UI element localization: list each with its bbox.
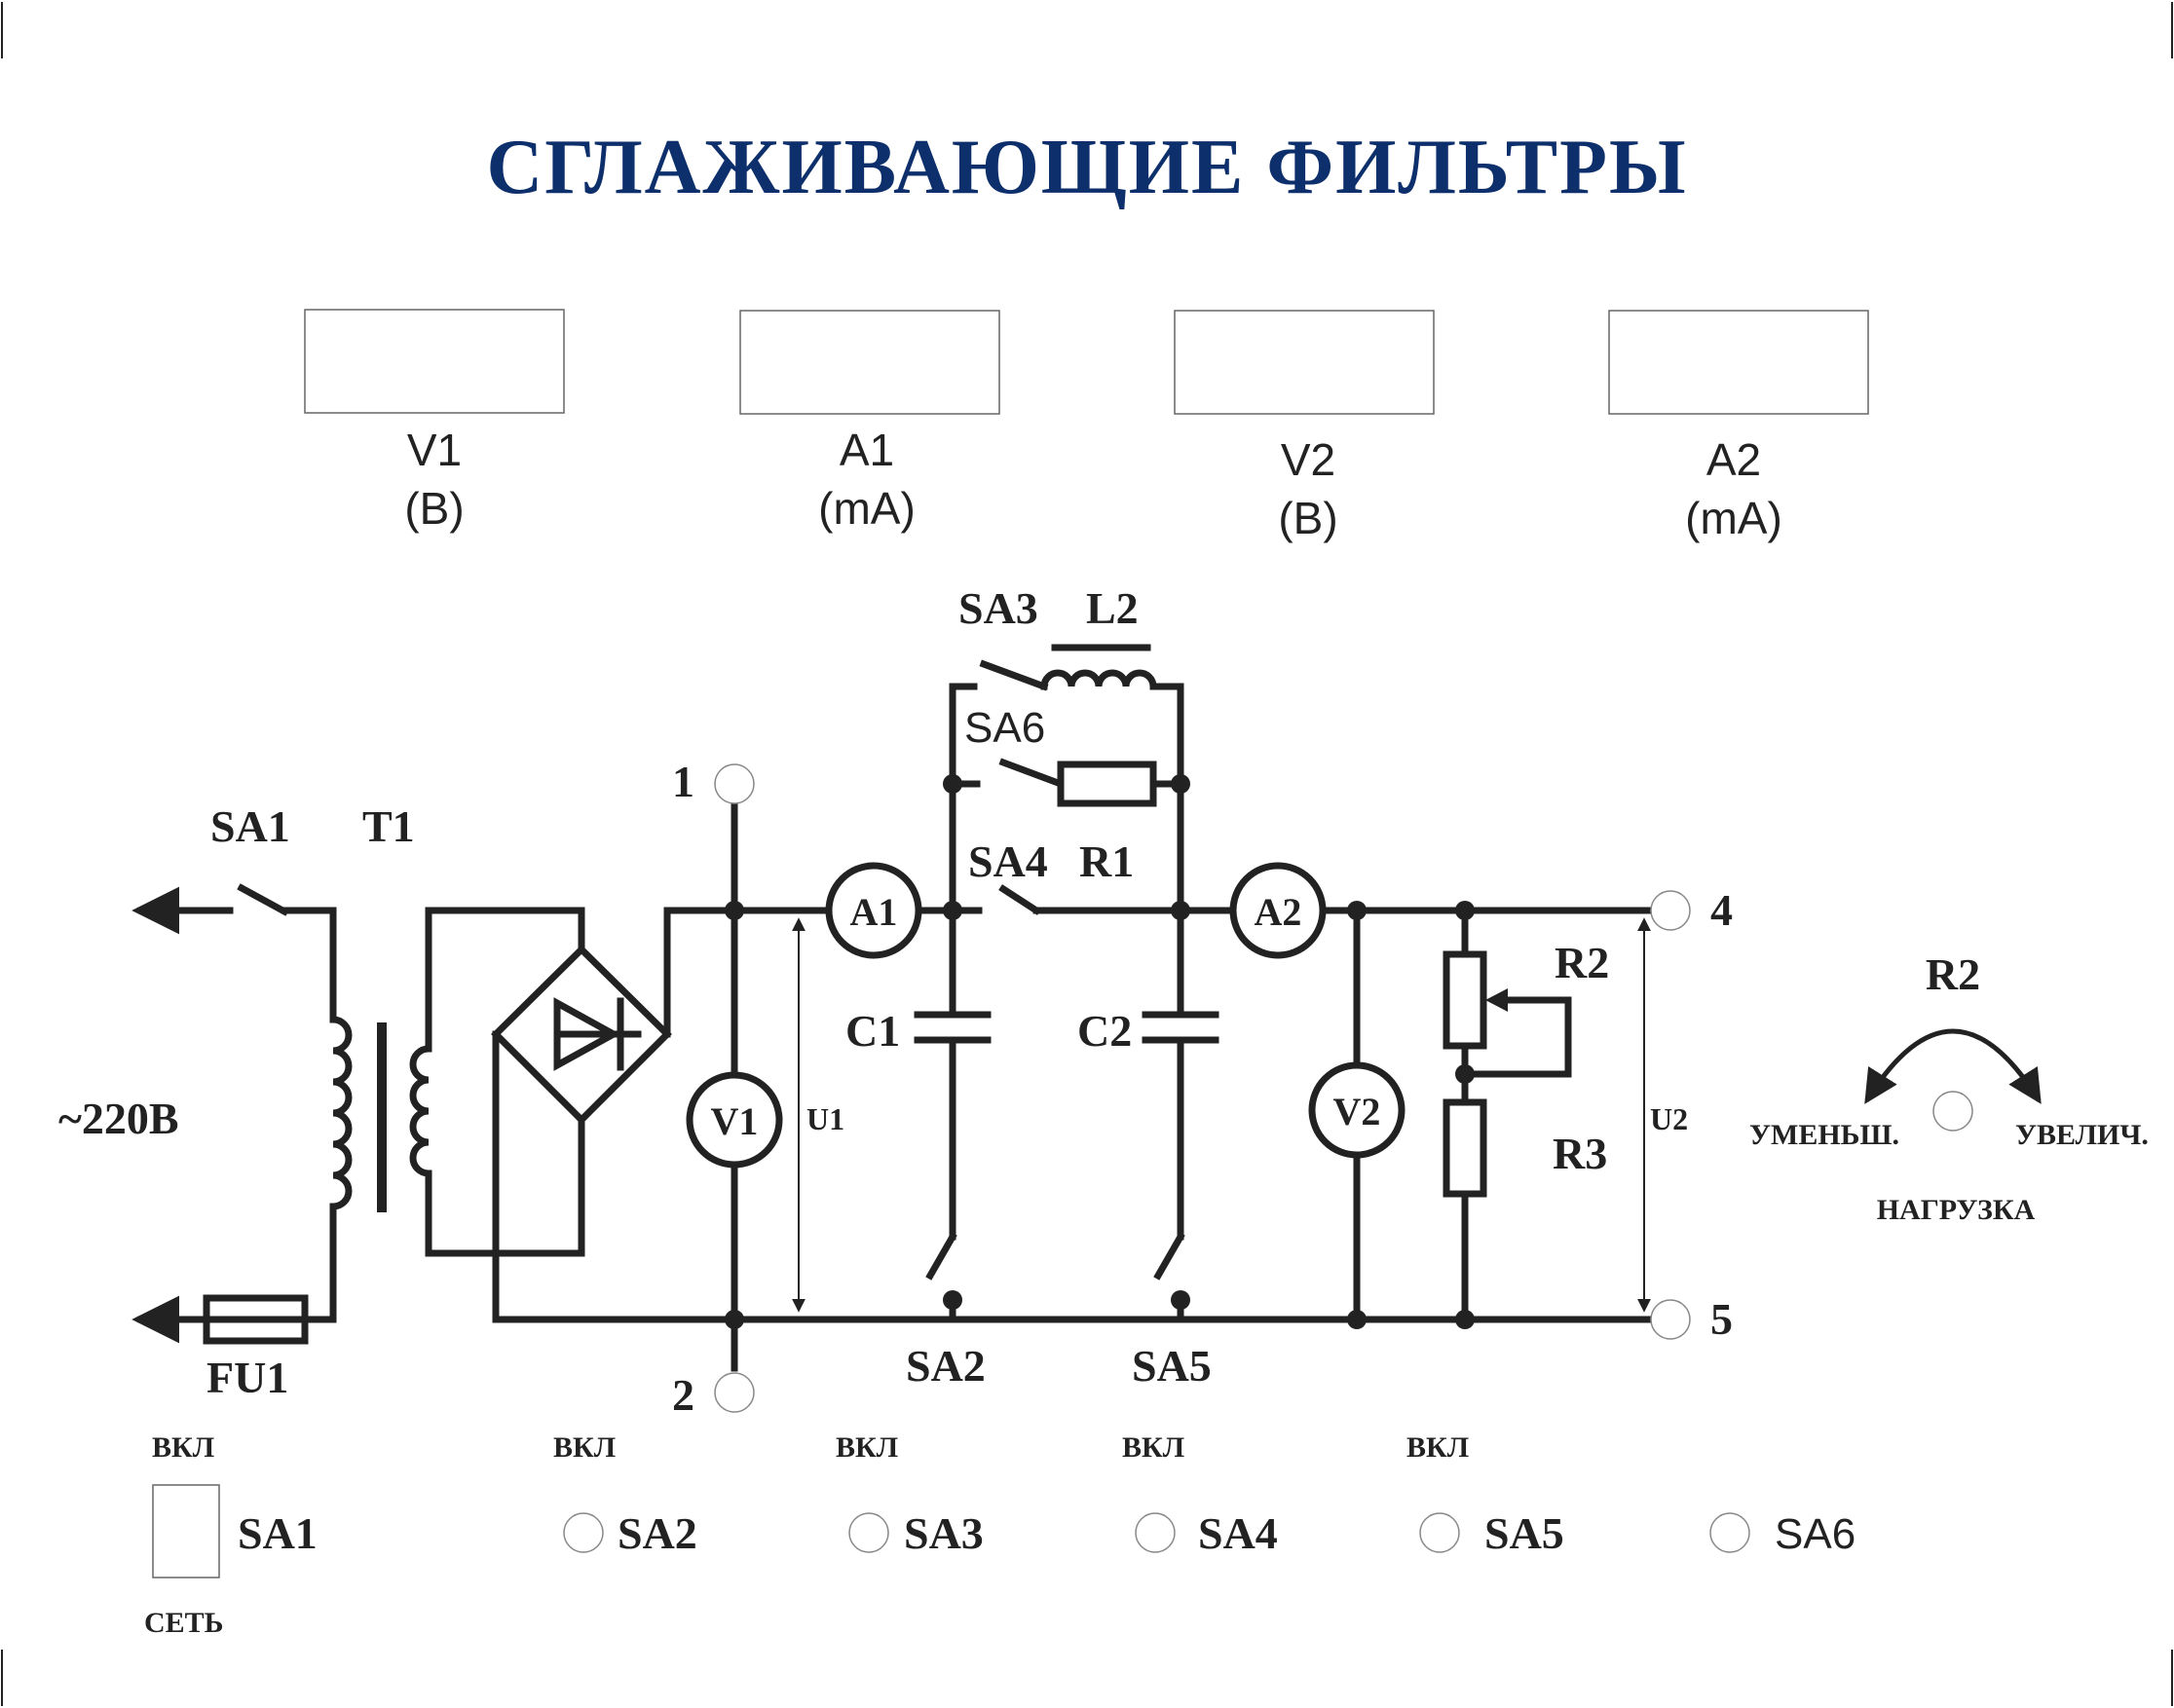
terminal-1-socket[interactable] bbox=[714, 763, 755, 804]
meter-v2-display bbox=[1174, 310, 1435, 415]
switch-sa2-label: SA2 bbox=[618, 1508, 697, 1558]
label-u2: U2 bbox=[1650, 1101, 1688, 1136]
sa3-on-label: ВКЛ bbox=[836, 1431, 898, 1464]
label-terminal-1: 1 bbox=[672, 757, 694, 806]
sa2-on-label: ВКЛ bbox=[553, 1431, 616, 1464]
switch-sa4-button[interactable] bbox=[1135, 1512, 1176, 1553]
label-sa1: SA1 bbox=[210, 801, 290, 851]
terminal-2-socket[interactable] bbox=[714, 1372, 755, 1413]
sa5-on-label: ВКЛ bbox=[1406, 1431, 1469, 1464]
meter-a1: A1 (mA) bbox=[739, 310, 1000, 534]
meter-v2: V2 (В) bbox=[1174, 310, 1435, 543]
switch-sa2-button[interactable] bbox=[563, 1512, 604, 1553]
resistor-r1 bbox=[1057, 761, 1157, 807]
load-knob[interactable] bbox=[1932, 1091, 1973, 1132]
rheostat-wiper bbox=[1461, 996, 1572, 1078]
label-l2: L2 bbox=[1086, 583, 1139, 633]
label-terminal-4: 4 bbox=[1710, 885, 1733, 935]
ammeter-a2-label: A2 bbox=[1255, 890, 1302, 934]
load-control-name: R2 bbox=[1926, 949, 1980, 999]
switch-sa1-label: SA1 bbox=[238, 1508, 318, 1558]
label-r2: R2 bbox=[1555, 938, 1609, 987]
voltmeter-v2-label: V2 bbox=[1333, 1090, 1381, 1133]
load-label: НАГРУЗКА bbox=[1877, 1194, 2036, 1226]
meter-v1-display bbox=[304, 309, 565, 414]
ammeter-a1-label: A1 bbox=[850, 890, 898, 934]
sa1-switch-symbol bbox=[222, 883, 337, 1023]
label-c2: C2 bbox=[1077, 1006, 1132, 1056]
switch-sa6-button[interactable] bbox=[1709, 1512, 1750, 1553]
sa3-switch-symbol bbox=[979, 659, 1049, 691]
label-r3: R3 bbox=[1553, 1129, 1607, 1178]
meter-a1-name: A1 bbox=[840, 425, 894, 475]
meter-v1-name: V1 bbox=[407, 425, 462, 475]
meter-v1: V1 (В) bbox=[304, 309, 565, 534]
meter-v2-name: V2 bbox=[1281, 434, 1335, 485]
resistor-r2 bbox=[1443, 950, 1487, 1050]
switch-sa3-button[interactable] bbox=[848, 1512, 889, 1553]
mains-label: СЕТЬ bbox=[144, 1607, 224, 1639]
mains-switch-sa1[interactable] bbox=[152, 1484, 220, 1578]
switch-sa5-button[interactable] bbox=[1419, 1512, 1460, 1553]
terminal-4-socket[interactable] bbox=[1650, 890, 1691, 931]
load-control: R2 УМЕНЬШ. УВЕЛИЧ. НАГРУЗКА bbox=[1749, 949, 2149, 1226]
switch-sa5-label: SA5 bbox=[1484, 1508, 1564, 1558]
switch-panel: ВКЛ ВКЛ ВКЛ ВКЛ ВКЛ SA1 СЕТЬ SA2 SA3 SA4… bbox=[144, 1431, 1855, 1639]
sa5-switch-symbol bbox=[1153, 1232, 1185, 1281]
meter-a2-display bbox=[1608, 310, 1869, 415]
load-arc-arrows bbox=[1864, 1028, 2042, 1104]
voltmeter-v1-label: V1 bbox=[711, 1099, 759, 1143]
meter-a1-display bbox=[739, 310, 1000, 415]
label-sa2: SA2 bbox=[906, 1341, 986, 1391]
meter-a2-unit: (mA) bbox=[1685, 493, 1782, 543]
switch-sa6-label: SA6 bbox=[1775, 1510, 1855, 1558]
switch-sa3-label: SA3 bbox=[904, 1508, 984, 1558]
label-sa4: SA4 bbox=[968, 836, 1048, 886]
voltmeter-v2 bbox=[1308, 1061, 1406, 1159]
label-u1: U1 bbox=[806, 1101, 844, 1136]
label-t1: T1 bbox=[362, 801, 415, 851]
meter-a2-name: A2 bbox=[1706, 434, 1761, 485]
terminal-5-socket[interactable] bbox=[1650, 1299, 1691, 1340]
meter-v2-unit: (В) bbox=[1278, 493, 1337, 543]
meter-a1-unit: (mA) bbox=[818, 483, 916, 534]
voltmeter-v1 bbox=[686, 1071, 783, 1169]
sa6-switch-symbol bbox=[998, 758, 1066, 789]
meter-v1-unit: (В) bbox=[404, 483, 464, 534]
transformer-primary-coil bbox=[303, 1016, 353, 1323]
transformer-secondary-coil bbox=[409, 907, 585, 1257]
label-c1: C1 bbox=[845, 1006, 900, 1056]
label-mains: ~220В bbox=[58, 1094, 179, 1143]
label-sa5: SA5 bbox=[1132, 1341, 1212, 1391]
junction-dots bbox=[725, 774, 1475, 1329]
panel-title: СГЛАЖИВАЮЩИЕ ФИЛЬТРЫ bbox=[486, 125, 1687, 210]
label-fu1: FU1 bbox=[206, 1353, 288, 1402]
label-terminal-5: 5 bbox=[1710, 1294, 1733, 1344]
load-decrease-label: УМЕНЬШ. bbox=[1749, 1119, 1899, 1151]
sa2-switch-symbol bbox=[925, 1232, 957, 1281]
sa4-on-label: ВКЛ bbox=[1122, 1431, 1184, 1464]
sa1-on-label: ВКЛ bbox=[152, 1431, 214, 1464]
inductor-l2 bbox=[1040, 669, 1157, 690]
meter-a2: A2 (mA) bbox=[1608, 310, 1869, 543]
sa4-switch-symbol bbox=[998, 884, 1041, 915]
load-increase-label: УВЕЛИЧ. bbox=[2015, 1119, 2149, 1151]
label-terminal-2: 2 bbox=[672, 1370, 694, 1420]
label-sa3: SA3 bbox=[958, 583, 1038, 633]
circuit-schematic: A1 A2 V1 bbox=[58, 583, 1733, 1420]
resistor-r3 bbox=[1443, 1098, 1487, 1198]
label-r1: R1 bbox=[1079, 836, 1134, 886]
switch-sa4-label: SA4 bbox=[1198, 1508, 1278, 1558]
label-sa6: SA6 bbox=[964, 704, 1045, 752]
diode-bridge bbox=[491, 907, 1674, 1323]
